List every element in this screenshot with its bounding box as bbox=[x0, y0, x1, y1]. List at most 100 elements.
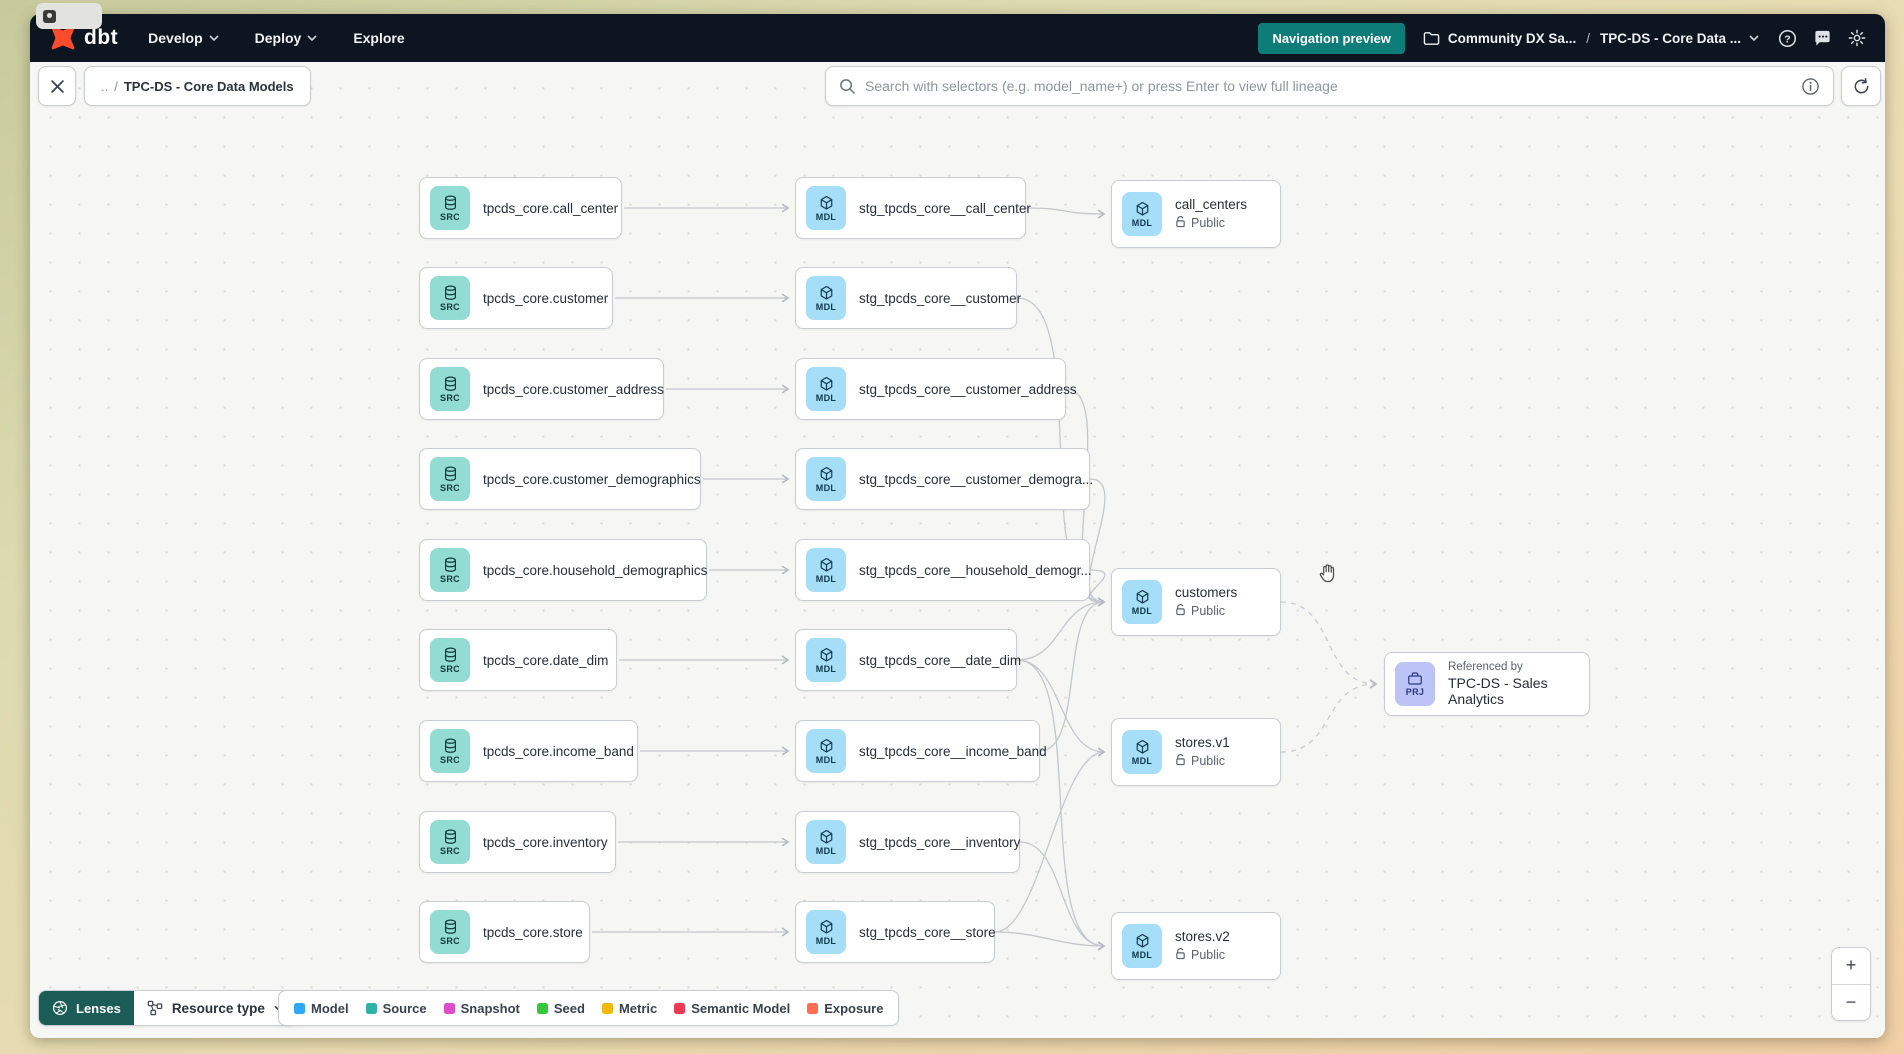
mdl-badge: MDL bbox=[806, 186, 846, 230]
node-label: call_centers bbox=[1175, 197, 1248, 212]
node-label: tpcds_core.customer_address bbox=[483, 381, 664, 397]
node-label: stg_tpcds_core__customer bbox=[859, 290, 1022, 306]
legend-item-exposure: Exposure bbox=[807, 1001, 883, 1016]
app-window: dbt Develop Deploy Explore Navigation pr… bbox=[30, 14, 1885, 1038]
source-node-tpcds_core.call_center[interactable]: SRC tpcds_core.call_center bbox=[419, 177, 622, 239]
visibility-label: Public bbox=[1191, 216, 1226, 230]
src-badge: SRC bbox=[430, 638, 470, 682]
nav-menu-develop[interactable]: Develop bbox=[148, 30, 219, 46]
legend-item-metric: Metric bbox=[601, 1000, 658, 1016]
feedback-icon[interactable] bbox=[1812, 28, 1832, 48]
navigation-preview-button[interactable]: Navigation preview bbox=[1258, 22, 1405, 54]
src-badge: SRC bbox=[430, 186, 470, 230]
legend-label: Model bbox=[311, 1000, 349, 1016]
legend-item-model: Model bbox=[294, 1001, 349, 1016]
breadcrumb-separator: / bbox=[1586, 30, 1590, 46]
breadcrumb-project[interactable]: Community DX Sa... bbox=[1447, 30, 1577, 46]
source-node-tpcds_core.income_band[interactable]: SRC tpcds_core.income_band bbox=[419, 720, 638, 782]
settings-gear-icon[interactable] bbox=[1847, 28, 1867, 48]
resource-type-dropdown[interactable]: Resource type bbox=[133, 991, 298, 1025]
public-model-node-call_centers[interactable]: MDL call_centers Public bbox=[1111, 180, 1281, 248]
project-breadcrumb[interactable]: Community DX Sa... / TPC-DS - Core Data … bbox=[1423, 31, 1759, 46]
node-label: tpcds_core.household_demographics bbox=[483, 562, 708, 578]
legend-item-snapshot: Snapshot bbox=[443, 1000, 520, 1016]
src-badge: SRC bbox=[430, 276, 470, 320]
lenses-button[interactable]: Lenses bbox=[39, 991, 134, 1025]
browser-tab[interactable] bbox=[36, 3, 102, 29]
node-label: stg_tpcds_core__customer_address bbox=[859, 381, 1077, 397]
prj-badge: PRJ bbox=[1395, 662, 1435, 706]
folder-icon bbox=[1423, 31, 1440, 45]
nav-menu-explore[interactable]: Explore bbox=[353, 30, 404, 46]
refresh-lineage-button[interactable] bbox=[1841, 66, 1881, 106]
browser-tab-icon bbox=[43, 9, 56, 23]
src-badge: SRC bbox=[430, 729, 470, 773]
resource-legend: Model Source Snapshot Seed Metric Semantic Mo… bbox=[278, 990, 900, 1026]
breadcrumb-page[interactable]: TPC-DS - Core Data ... bbox=[1599, 30, 1741, 46]
node-label: tpcds_core.customer_demographics bbox=[483, 471, 701, 487]
source-node-tpcds_core.household_demographics[interactable]: SRC tpcds_core.household_demographics bbox=[419, 539, 707, 601]
node-label: stores.v2 bbox=[1175, 929, 1230, 944]
breadcrumb-current: TPC-DS - Core Data Models bbox=[123, 78, 294, 94]
model-node-stg_tpcds_core__call_center[interactable]: MDL stg_tpcds_core__call_center bbox=[795, 177, 1031, 239]
legend-label: Snapshot bbox=[460, 1000, 520, 1016]
zoom-out-button[interactable]: − bbox=[1845, 991, 1857, 1012]
node-label: tpcds_core.call_center bbox=[483, 200, 619, 216]
node-label: tpcds_core.income_band bbox=[483, 743, 634, 759]
legend-item-source: Source bbox=[365, 1001, 427, 1016]
breadcrumb-up-dots[interactable]: .. bbox=[101, 78, 109, 94]
legend-label: Metric bbox=[618, 1000, 658, 1016]
legend-label: Seed bbox=[553, 1000, 585, 1016]
info-icon[interactable] bbox=[1801, 77, 1820, 96]
help-icon[interactable]: ? bbox=[1777, 28, 1797, 48]
node-label: stg_tpcds_core__call_center bbox=[859, 200, 1031, 216]
src-badge: SRC bbox=[430, 548, 470, 592]
chevron-down-icon[interactable] bbox=[1749, 35, 1759, 41]
zoom-in-button[interactable]: + bbox=[1832, 948, 1870, 985]
nav-menu-deploy[interactable]: Deploy bbox=[255, 30, 318, 46]
mdl-badge: MDL bbox=[1122, 730, 1162, 774]
top-navbar: dbt Develop Deploy Explore Navigation pr… bbox=[30, 14, 1885, 62]
lineage-breadcrumb-chip[interactable]: .. / TPC-DS - Core Data Models bbox=[84, 66, 311, 106]
search-input[interactable] bbox=[865, 78, 1792, 94]
zoom-controls: + − bbox=[1831, 947, 1871, 1021]
node-label: stg_tpcds_core__date_dim bbox=[859, 652, 1022, 668]
node-label: stg_tpcds_core__income_band bbox=[859, 743, 1047, 759]
mdl-badge: MDL bbox=[806, 638, 846, 682]
lock-open-icon bbox=[1175, 215, 1186, 231]
legend-label: Exposure bbox=[824, 1000, 884, 1016]
dbt-logo[interactable]: dbt bbox=[48, 23, 118, 53]
mdl-badge: MDL bbox=[1122, 192, 1162, 236]
legend-swatch bbox=[294, 1002, 305, 1014]
breadcrumb-slash: / bbox=[114, 78, 118, 94]
legend-item-semantic-model: Semantic Model bbox=[674, 1001, 790, 1016]
referenced-by-caption: Referenced by bbox=[1448, 661, 1523, 673]
src-badge: SRC bbox=[430, 820, 470, 864]
legend-item-seed: Seed bbox=[536, 1000, 585, 1016]
legend-swatch bbox=[536, 1002, 548, 1014]
model-node-stg_tpcds_core__date_dim[interactable]: MDL stg_tpcds_core__date_dim bbox=[795, 629, 1021, 691]
close-icon bbox=[50, 79, 64, 93]
lock-open-icon bbox=[1175, 753, 1186, 769]
nav-menu-deploy-label: Deploy bbox=[254, 30, 302, 46]
close-lineage-button[interactable] bbox=[38, 66, 76, 106]
svg-text:?: ? bbox=[1784, 34, 1790, 45]
